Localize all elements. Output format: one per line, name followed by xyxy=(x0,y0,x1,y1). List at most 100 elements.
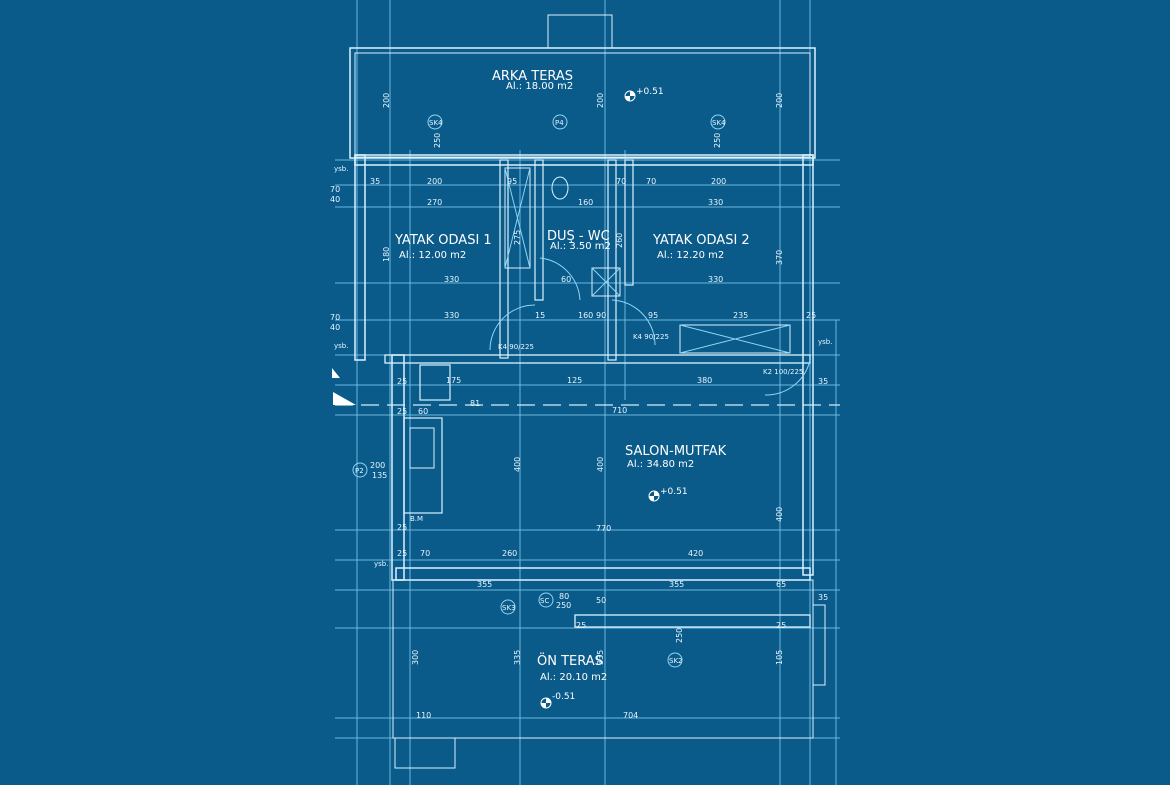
dimension-label: 400 xyxy=(513,457,522,472)
tag-ysb-1: ysb. xyxy=(334,165,348,173)
dimension-label: 40 xyxy=(330,323,340,332)
dimension-label: 260 xyxy=(502,549,517,558)
dimension-label: 25 xyxy=(397,549,407,558)
dimension-label: 180 xyxy=(382,247,391,262)
dimension-label: 250 xyxy=(433,133,442,148)
tag-ysb-4: ysb. xyxy=(374,560,388,568)
room-area-yatak-1: Al.: 12.00 m2 xyxy=(399,250,466,261)
dimension-label: 15 xyxy=(535,311,545,320)
dimension-label: 25 xyxy=(397,523,407,532)
dimension-label: 770 xyxy=(596,524,611,533)
dimension-label: 200 xyxy=(596,93,605,108)
dimension-label: 330 xyxy=(444,275,459,284)
dimension-label: 25 xyxy=(397,407,407,416)
dimension-label: 35 xyxy=(818,593,828,602)
svg-text:+0.51: +0.51 xyxy=(660,487,688,497)
annotation-tags: SK4 P4 SK4 P2 SK3 SK2 SC B.M ysb. ysb. y… xyxy=(334,114,832,668)
dimension-label: 235 xyxy=(733,311,748,320)
dimension-label: 200 xyxy=(382,93,391,108)
dimension-label: 355 xyxy=(669,580,684,589)
room-area-yatak-2: Al.: 12.20 m2 xyxy=(657,250,724,261)
level-marker-front: -0.51 xyxy=(540,692,575,709)
dimension-label: 70 xyxy=(616,177,626,186)
dimension-label: 25 xyxy=(776,621,786,630)
tag-p4: P4 xyxy=(555,119,564,127)
tag-sk2: SK2 xyxy=(669,657,683,665)
dimension-label: 25 xyxy=(576,621,586,630)
tag-sk3: SK3 xyxy=(502,604,516,612)
dimension-label: 110 xyxy=(416,711,431,720)
dimension-label: 335 xyxy=(596,650,605,665)
room-area-on-teras: Al.: 20.10 m2 xyxy=(540,672,607,683)
tag-sc: SC xyxy=(540,597,549,605)
room-area-arka-teras: Al.: 18.00 m2 xyxy=(506,81,573,92)
section-arrow-icon xyxy=(332,368,356,405)
dimension-label: 370 xyxy=(775,250,784,265)
room-name-yatak-1: YATAK ODASI 1 xyxy=(394,233,492,248)
room-area-salon: Al.: 34.80 m2 xyxy=(627,459,694,470)
room-area-dus-wc: Al.: 3.50 m2 xyxy=(550,241,611,252)
dimension-label: 400 xyxy=(775,507,784,522)
dimension-label: 200 xyxy=(370,461,385,470)
dimension-label: 160 xyxy=(578,198,593,207)
dimension-label: 70 xyxy=(420,549,430,558)
dimension-label: 105 xyxy=(775,650,784,665)
dimension-label: 380 xyxy=(697,376,712,385)
room-name-dus-wc: DUŞ - WC xyxy=(547,229,610,244)
dimension-label: 35 xyxy=(370,177,380,186)
dimension-label: 330 xyxy=(708,198,723,207)
dimension-label: 260 xyxy=(615,233,624,248)
tag-ysb-3: ysb. xyxy=(818,338,832,346)
tag-p2: P2 xyxy=(355,467,364,475)
svg-text:+0.51: +0.51 xyxy=(636,87,664,97)
dimension-label: 25 xyxy=(806,311,816,320)
room-name-on-teras: ÖN TERAS xyxy=(537,652,603,669)
dimension-label: 70 xyxy=(330,185,340,194)
dimension-label: 70 xyxy=(330,313,340,322)
dimension-label: 250 xyxy=(713,133,722,148)
dimension-label: 400 xyxy=(596,457,605,472)
room-name-arka-teras: ARKA TERAS xyxy=(492,69,573,84)
dimension-label: 81 xyxy=(470,399,480,408)
dimension-label: 330 xyxy=(708,275,723,284)
dimension-label: 355 xyxy=(477,580,492,589)
walls xyxy=(349,14,826,769)
dimension-label: 80 xyxy=(559,592,569,601)
dimension-label: 125 xyxy=(567,376,582,385)
dimension-label: 250 xyxy=(675,628,684,643)
tag-k2: K2 100/225 xyxy=(763,368,803,376)
tag-k4a: K4 90/225 xyxy=(498,343,534,351)
tag-ysb-2: ysb. xyxy=(334,342,348,350)
dimension-label: 40 xyxy=(330,195,340,204)
dimensions: 200 270 330 330 200 330 330 235 160 160 … xyxy=(330,93,828,720)
dimension-label: 250 xyxy=(556,601,571,610)
dimension-label: 65 xyxy=(776,580,786,589)
dimension-label: 200 xyxy=(775,93,784,108)
dimension-label: 330 xyxy=(444,311,459,320)
dimension-label: 704 xyxy=(623,711,638,720)
dimension-label: 300 xyxy=(411,650,420,665)
tag-bm: B.M xyxy=(410,515,423,523)
dimension-label: 175 xyxy=(446,376,461,385)
dimension-label: 95 xyxy=(648,311,658,320)
dimension-label: 50 xyxy=(596,596,606,605)
dimension-label: 70 xyxy=(646,177,656,186)
dimension-label: 60 xyxy=(561,275,571,284)
dimension-label: 335 xyxy=(513,650,522,665)
tag-sk4-left: SK4 xyxy=(429,119,443,127)
dimension-label: 160 xyxy=(578,311,593,320)
dimension-label: 270 xyxy=(427,198,442,207)
dimension-label: 200 xyxy=(427,177,442,186)
dimension-label: 420 xyxy=(688,549,703,558)
room-name-yatak-2: YATAK ODASI 2 xyxy=(652,233,750,248)
dimension-label: 60 xyxy=(418,407,428,416)
tag-k4b: K4 90/225 xyxy=(633,333,669,341)
tag-sk4-right: SK4 xyxy=(712,119,726,127)
level-marker-salon: +0.51 xyxy=(648,487,688,502)
dimension-label: 275 xyxy=(513,230,522,245)
dimension-label: 135 xyxy=(372,471,387,480)
dimension-label: 35 xyxy=(818,377,828,386)
dimension-label: 200 xyxy=(711,177,726,186)
